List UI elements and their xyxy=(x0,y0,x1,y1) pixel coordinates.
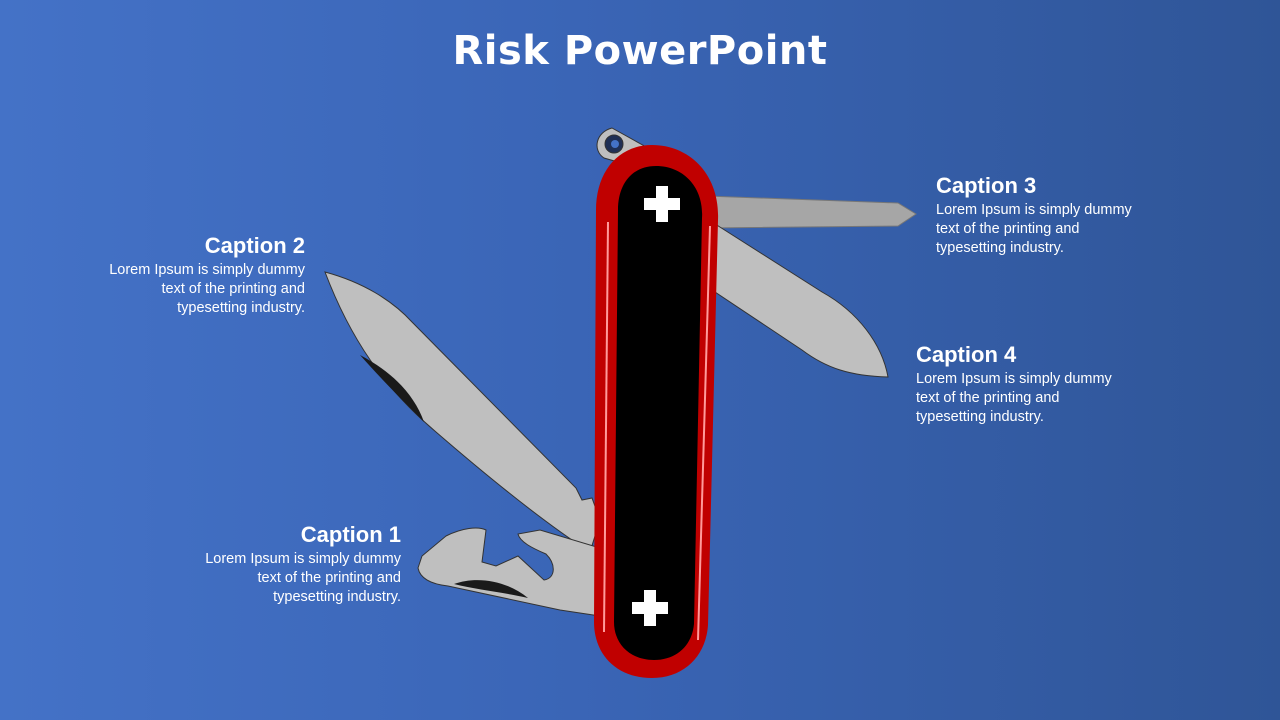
caption-body: Lorem Ipsum is simply dummy text of the … xyxy=(936,202,1132,256)
caption-body: Lorem Ipsum is simply dummy text of the … xyxy=(205,551,401,605)
nail-file-blade xyxy=(705,195,917,229)
handle-highlight xyxy=(697,225,711,641)
caption-1: Caption 1 Lorem Ipsum is simply dummy te… xyxy=(201,522,401,607)
caption-heading: Caption 4 xyxy=(916,342,1017,367)
handle-inlay xyxy=(614,166,703,660)
caption-4: Caption 4 Lorem Ipsum is simply dummy te… xyxy=(916,342,1116,427)
cross-icon xyxy=(644,186,680,222)
large-knife-blade xyxy=(324,271,601,553)
slide-title: Risk PowerPoint xyxy=(452,28,828,74)
caption-3: Caption 3 Lorem Ipsum is simply dummy te… xyxy=(936,173,1136,258)
bottle-opener-blade xyxy=(417,527,601,617)
caption-heading: Caption 3 xyxy=(936,173,1037,198)
handle-highlight xyxy=(603,221,609,633)
caption-2: Caption 2 Lorem Ipsum is simply dummy te… xyxy=(105,233,305,318)
caption-heading: Caption 2 xyxy=(204,233,305,258)
cross-icon xyxy=(632,590,668,626)
caption-body: Lorem Ipsum is simply dummy text of the … xyxy=(916,371,1112,425)
blade-nail-nick xyxy=(360,355,424,422)
caption-body: Lorem Ipsum is simply dummy text of the … xyxy=(109,262,305,316)
opener-nail-nick xyxy=(454,580,528,598)
right-knife-blade xyxy=(705,221,889,378)
caption-heading: Caption 1 xyxy=(300,522,401,547)
